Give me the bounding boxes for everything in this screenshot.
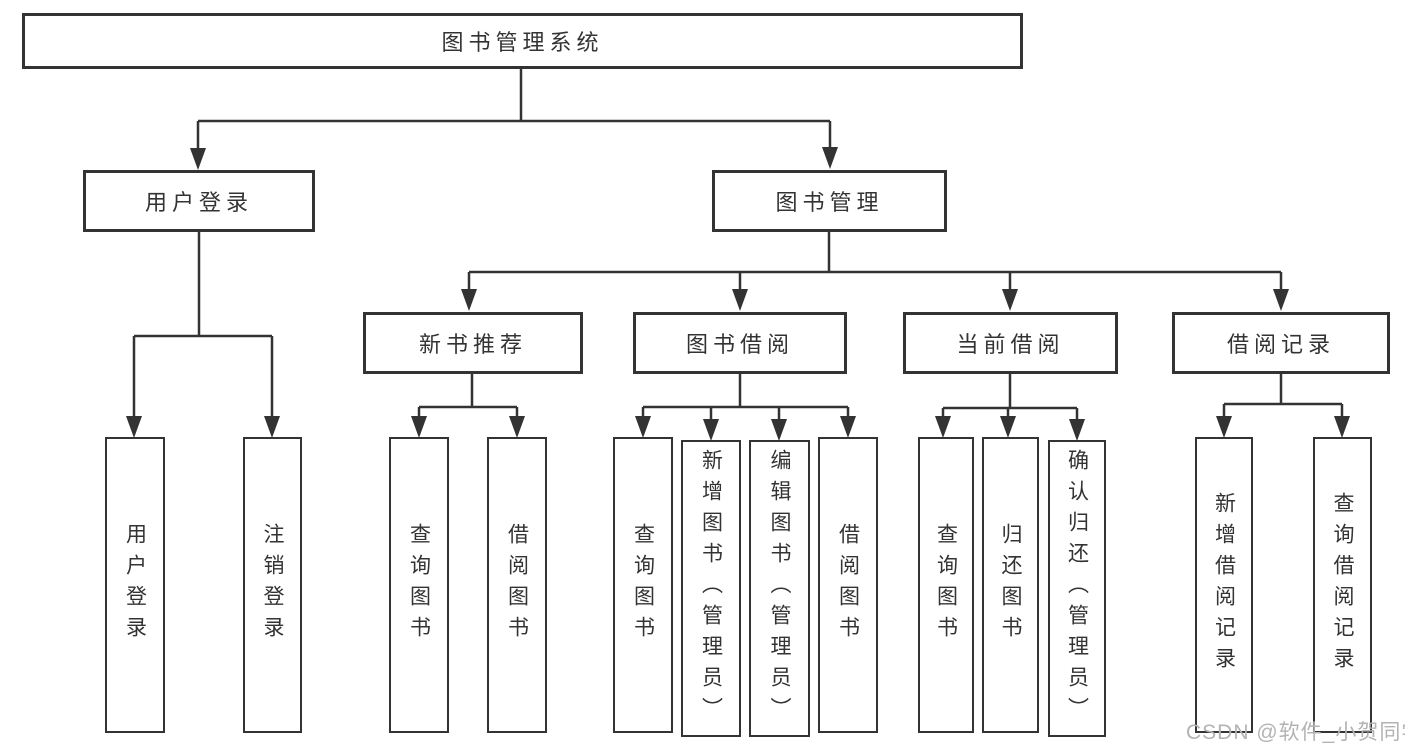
node-query-borrow-record: 查询借阅记录 (1313, 437, 1372, 733)
node-label: 新增借阅记录 (1212, 492, 1236, 678)
node-label: 借阅图书 (836, 523, 860, 647)
node-logout: 注销登录 (243, 437, 302, 733)
node-label: 查询图书 (631, 523, 655, 647)
node-label: 借阅图书 (505, 523, 529, 647)
arrow-icon (732, 289, 748, 311)
arrow-icon (635, 416, 651, 438)
arrow-icon (190, 148, 206, 170)
node-label: 借阅记录 (1226, 332, 1335, 357)
node-library-management-system: 图书管理系统 (22, 13, 1023, 69)
node-book-management: 图书管理 (712, 170, 947, 232)
arrow-icon (411, 416, 427, 438)
node-label: 新书推荐 (418, 332, 527, 357)
node-label: 图书借阅 (685, 332, 794, 357)
arrow-icon (509, 416, 525, 438)
arrow-icon (1334, 416, 1350, 438)
arrow-icon (703, 419, 719, 441)
arrow-icon (771, 419, 787, 441)
arrow-icon (1069, 419, 1085, 441)
arrow-icon (1002, 289, 1018, 311)
node-query-books-borrowing: 查询图书 (613, 437, 673, 733)
node-label: 新增图书（管理员） (699, 449, 723, 728)
node-query-books-recommend: 查询图书 (389, 437, 449, 733)
arrowheads (126, 147, 1350, 441)
node-add-borrow-record: 新增借阅记录 (1195, 437, 1253, 733)
node-book-borrowing: 图书借阅 (633, 312, 847, 374)
arrow-icon (1000, 416, 1016, 438)
node-confirm-return-admin: 确认归还（管理员） (1048, 440, 1106, 737)
node-label: 归还图书 (999, 523, 1022, 647)
node-new-book-recommendation: 新书推荐 (363, 312, 583, 374)
node-label: 注销登录 (261, 523, 284, 647)
node-label: 确认归还（管理员） (1065, 449, 1089, 728)
arrow-icon (126, 416, 142, 438)
arrow-icon (822, 147, 838, 169)
node-borrow-books-borrowing: 借阅图书 (818, 437, 878, 733)
arrow-icon (264, 416, 280, 438)
node-label: 用户登录 (144, 190, 253, 215)
node-label: 当前借阅 (956, 332, 1065, 357)
node-edit-books-admin: 编辑图书（管理员） (749, 440, 810, 737)
arrow-icon (461, 289, 477, 311)
arrow-icon (1216, 416, 1232, 438)
node-label: 查询图书 (934, 523, 958, 647)
node-label: 用户登录 (123, 523, 147, 647)
node-borrowing-records: 借阅记录 (1172, 312, 1390, 374)
node-label: 图书管理系统 (441, 30, 604, 55)
node-add-books-admin: 新增图书（管理员） (681, 440, 741, 737)
node-label: 查询图书 (407, 523, 431, 647)
connector-path (132, 69, 1344, 424)
node-label: 查询借阅记录 (1331, 492, 1354, 678)
watermark: CSDN @软件_小贺同学 (1186, 721, 1405, 744)
node-return-books: 归还图书 (982, 437, 1039, 733)
node-query-books-current: 查询图书 (918, 437, 974, 733)
node-borrow-books-recommend: 借阅图书 (487, 437, 547, 733)
node-label: 编辑图书（管理员） (768, 449, 791, 728)
arrow-icon (1273, 289, 1289, 311)
arrow-icon (935, 416, 951, 438)
node-label: 图书管理 (775, 190, 884, 215)
node-current-borrowing: 当前借阅 (903, 312, 1118, 374)
arrow-icon (840, 416, 856, 438)
node-user-login-leaf: 用户登录 (105, 437, 165, 733)
node-user-login: 用户登录 (83, 170, 315, 232)
